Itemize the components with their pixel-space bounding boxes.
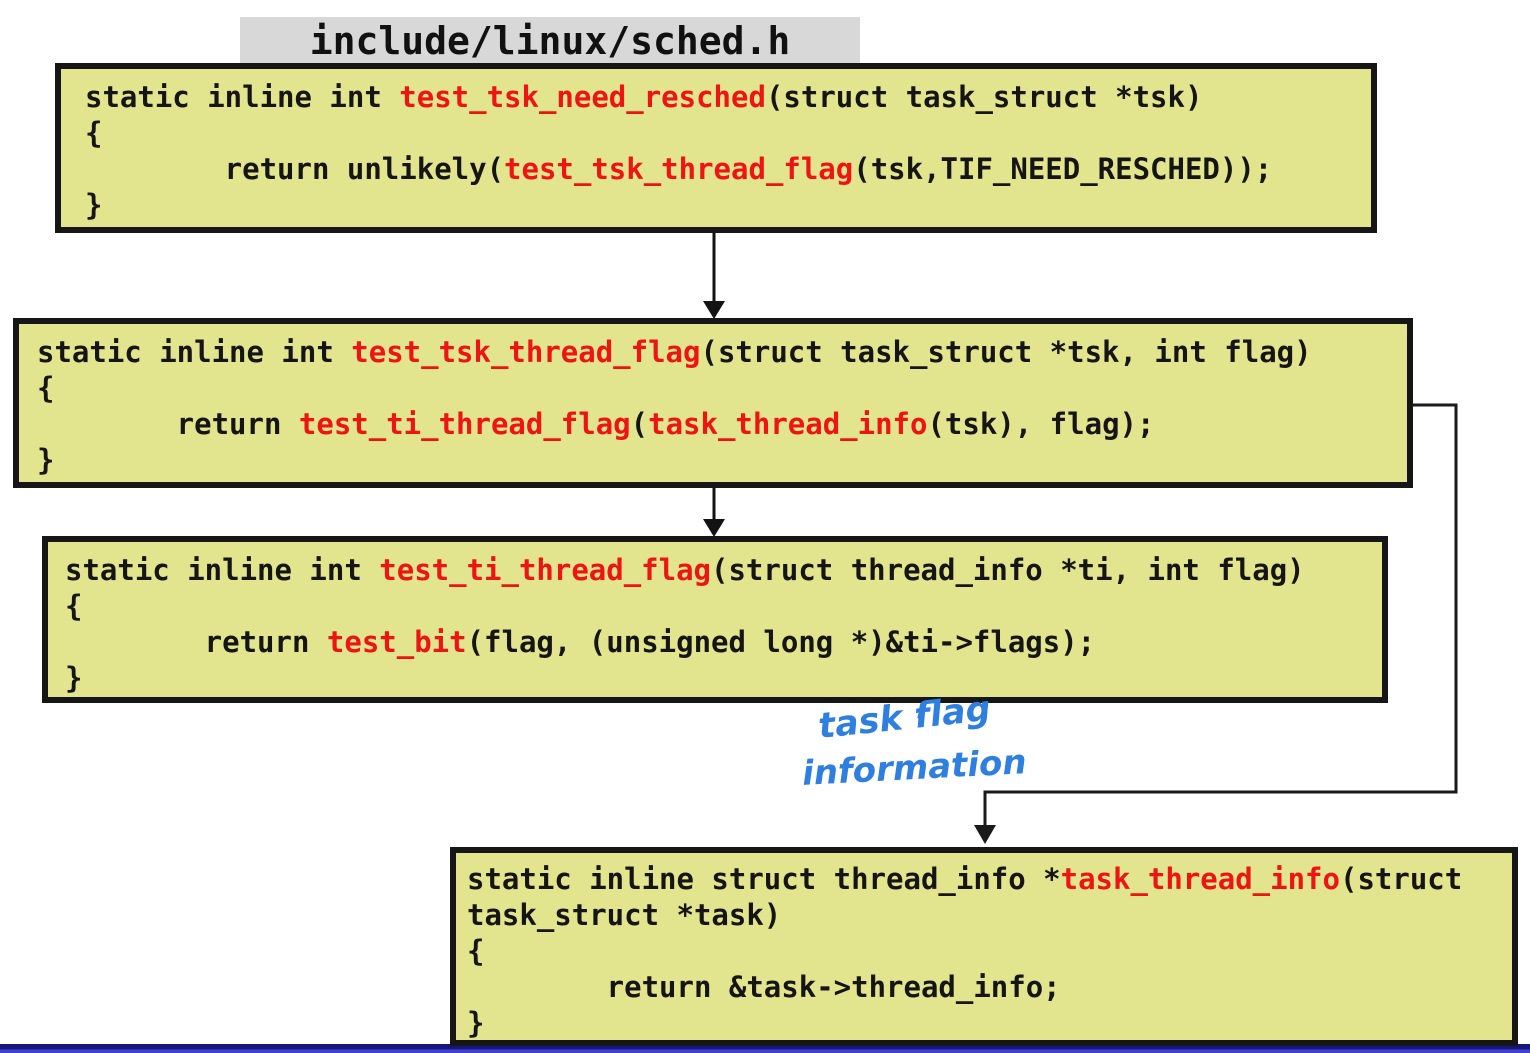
code-segment: static inline int (85, 80, 400, 114)
code-segment: (struct task_struct *tsk) (765, 80, 1203, 114)
code-segment: } (65, 661, 83, 695)
code-segment-highlight: test_ti_thread_flag (298, 407, 631, 441)
code-line: return test_ti_thread_flag(task_thread_i… (37, 406, 1401, 442)
code-line: } (467, 1005, 1506, 1040)
arrow-box1-to-box2-icon (703, 230, 725, 319)
code-line: } (37, 442, 1401, 478)
code-line: { (65, 588, 1376, 624)
code-segment: } (37, 443, 55, 477)
code-box-test-tsk-thread-flag: static inline int test_tsk_thread_flag(s… (13, 318, 1413, 488)
code-line: { (85, 115, 1365, 151)
code-box-task-thread-info: static inline struct thread_info *task_t… (450, 847, 1518, 1046)
code-segment: ( (630, 407, 649, 441)
code-segment: (tsk), flag); (927, 407, 1155, 441)
code-segment: } (85, 188, 103, 222)
code-segment: { (85, 116, 103, 150)
code-line: return test_bit(flag, (unsigned long *)&… (65, 624, 1376, 660)
elbow-connector-box2-to-box4-icon (974, 403, 1458, 844)
code-box-test-tsk-need-resched: static inline int test_tsk_need_resched(… (55, 63, 1377, 233)
code-box-test-ti-thread-flag: static inline int test_ti_thread_flag(st… (42, 536, 1388, 703)
code-segment: static inline int (65, 553, 380, 587)
code-segment-highlight: test_tsk_thread_flag (504, 152, 854, 186)
code-line: } (65, 660, 1376, 696)
code-segment-highlight: test_ti_thread_flag (379, 553, 712, 587)
code-line: } (85, 187, 1365, 223)
code-segment: (flag, (unsigned long *)&ti->flags); (466, 625, 1096, 659)
code-segment: (tsk,TIF_NEED_RESCHED)); (853, 152, 1273, 186)
code-line: static inline int test_tsk_need_resched(… (85, 79, 1365, 115)
code-segment: (struct (1339, 862, 1463, 896)
code-segment: static inline struct thread_info * (467, 862, 1061, 896)
code-segment-highlight: task_thread_info (648, 407, 928, 441)
code-line: static inline struct thread_info *task_t… (467, 861, 1506, 897)
code-line: return &task->thread_info; (467, 969, 1506, 1005)
code-segment: { (467, 934, 485, 968)
header-filename-text: include/linux/sched.h (309, 19, 791, 63)
code-line: return unlikely(test_tsk_thread_flag(tsk… (85, 151, 1365, 187)
code-segment: } (467, 1006, 485, 1040)
code-segment: { (37, 371, 55, 405)
code-segment-highlight: task_thread_info (1060, 862, 1340, 896)
slide-footer-bar (0, 1044, 1530, 1053)
header-filename: include/linux/sched.h (240, 17, 860, 65)
code-segment: return (37, 407, 299, 441)
code-line: static inline int test_tsk_thread_flag(s… (37, 334, 1401, 370)
code-segment-highlight: test_tsk_thread_flag (351, 335, 701, 369)
code-segment: task_struct *task) (467, 898, 782, 932)
code-segment-highlight: test_tsk_need_resched (399, 80, 766, 114)
code-segment: return &task->thread_info; (467, 970, 1061, 1004)
code-segment: return unlikely( (85, 152, 505, 186)
code-segment: { (65, 589, 83, 623)
code-segment: (struct task_struct *tsk, int flag) (700, 335, 1312, 369)
code-line: { (37, 370, 1401, 406)
arrow-box2-to-box3-icon (703, 486, 725, 537)
code-line: { (467, 933, 1506, 969)
code-segment: (struct thread_info *ti, int flag) (711, 553, 1305, 587)
code-segment: static inline int (37, 335, 352, 369)
code-segment: return (65, 625, 327, 659)
code-segment-highlight: test_bit (326, 625, 467, 659)
code-line: static inline int test_ti_thread_flag(st… (65, 552, 1376, 588)
code-line: task_struct *task) (467, 897, 1506, 933)
